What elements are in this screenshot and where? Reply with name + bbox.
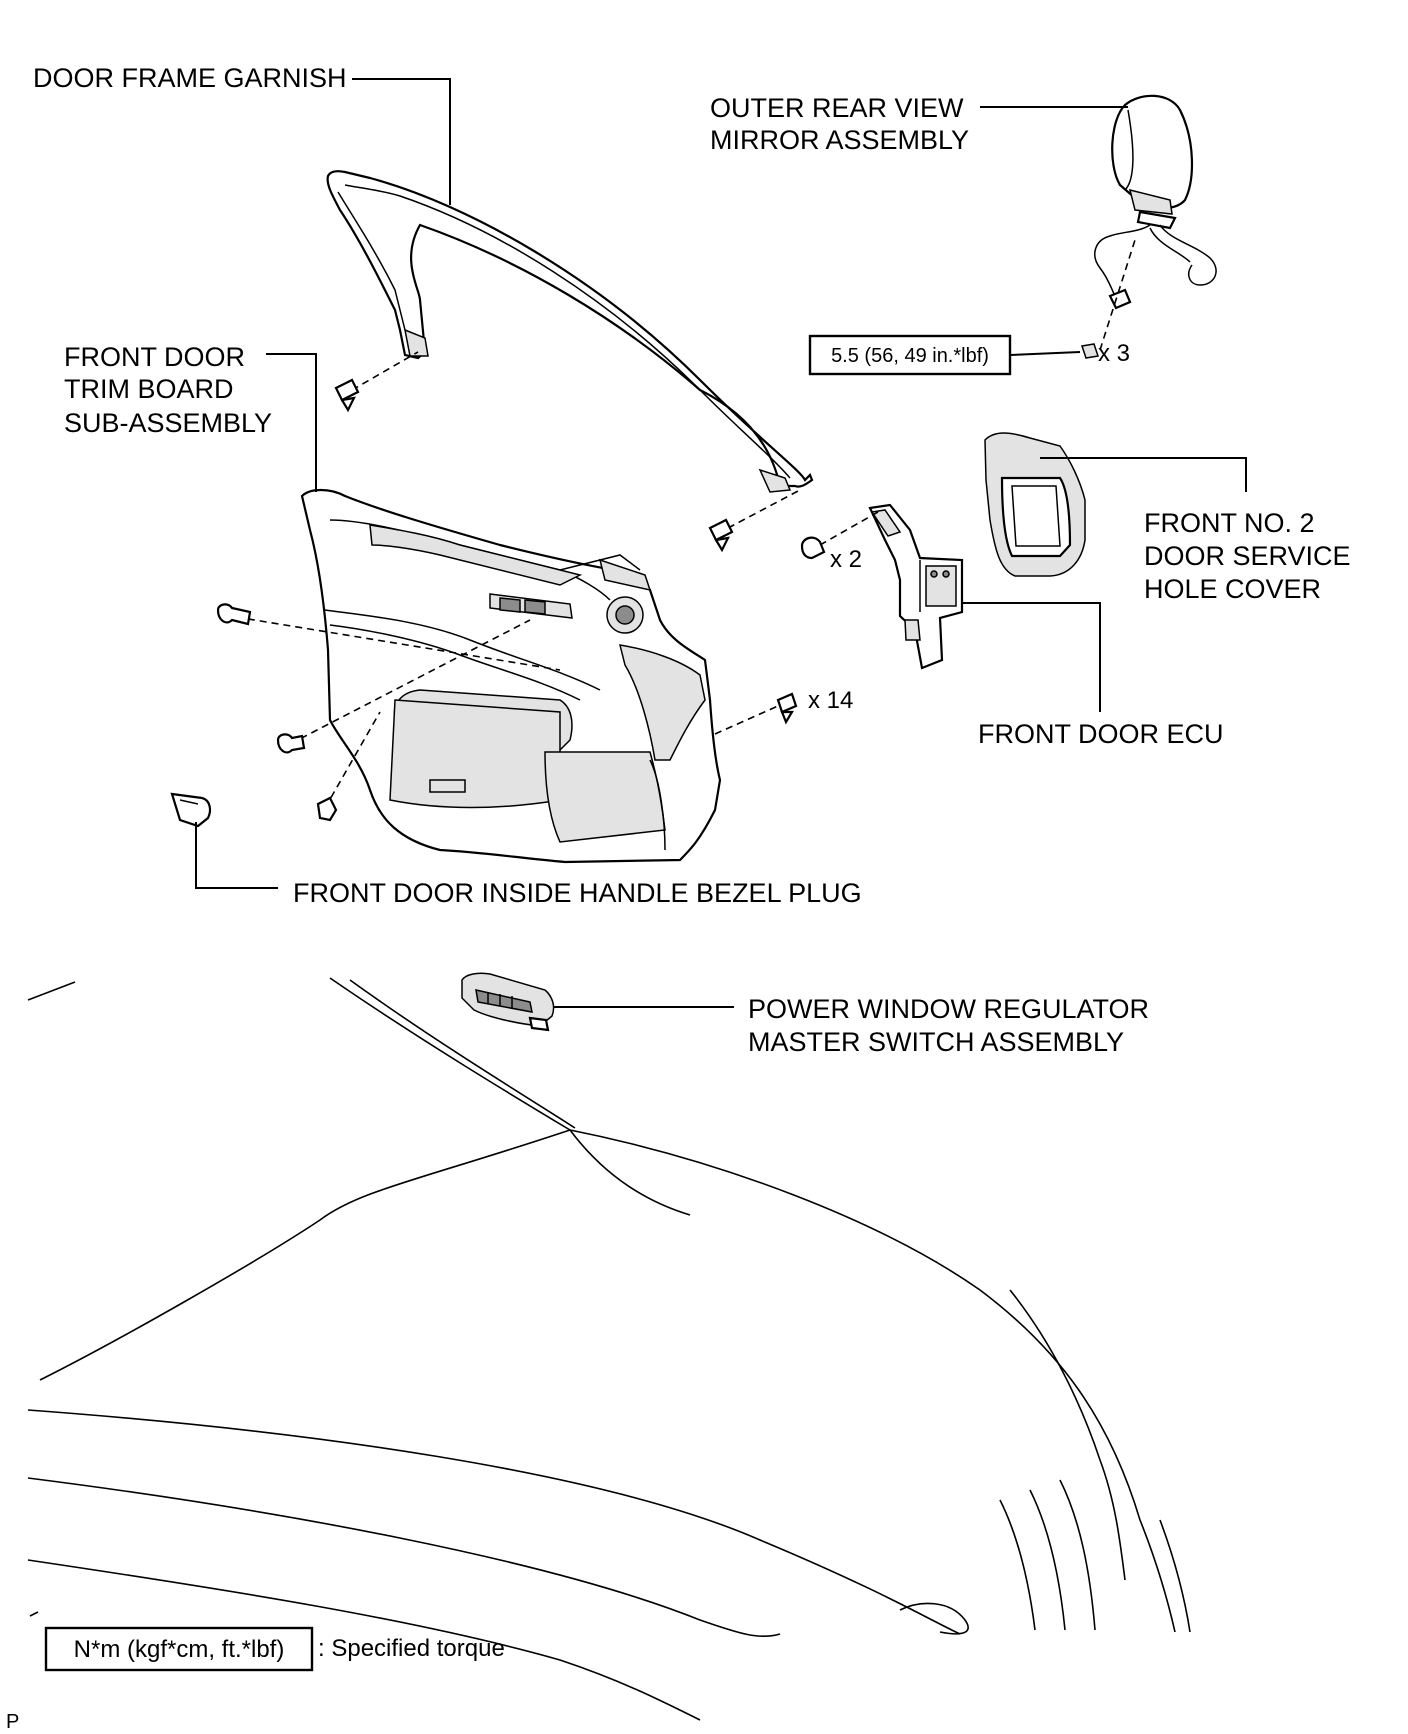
qty-mirror-nuts: x 3 [1098, 340, 1130, 367]
label-door-ecu: FRONT DOOR ECU [978, 719, 1224, 749]
power-window-master-switch [461, 972, 555, 1032]
label-bezel-plug: FRONT DOOR INSIDE HANDLE BEZEL PLUG [293, 878, 862, 908]
torque-spec-text: 5.5 (56, 49 in.*lbf) [831, 345, 989, 367]
label-outer-mirror-line1: OUTER REAR VIEW [710, 93, 964, 123]
legend-units: N*m (kgf*cm, ft.*lbf) [74, 1636, 285, 1663]
garnish-clip-upper [334, 351, 419, 413]
trim-screw-middle [276, 619, 531, 754]
leader-door-frame-garnish [352, 78, 451, 205]
qty-trim-clips: x 14 [808, 687, 853, 714]
label-master-switch-line2: MASTER SWITCH ASSEMBLY [748, 1027, 1124, 1057]
label-master-switch-line1: POWER WINDOW REGULATOR [748, 994, 1149, 1024]
label-service-cover-line1: FRONT NO. 2 [1144, 508, 1315, 538]
trim-screw-lower [316, 711, 381, 822]
service-hole-cover [984, 432, 1086, 577]
label-trim-board-line3: SUB-ASSEMBLY [64, 408, 272, 438]
trim-screw-upper [216, 603, 561, 671]
garnish-clip-lower [708, 489, 801, 553]
vehicle-body-outline [27, 977, 1191, 1721]
label-trim-board-line1: FRONT DOOR [64, 342, 245, 372]
label-trim-board-line2: TRIM BOARD [64, 374, 234, 404]
label-service-cover-line2: DOOR SERVICE [1144, 541, 1351, 571]
label-service-cover-line3: HOLE COVER [1144, 574, 1321, 604]
inside-handle-bezel-plug [170, 792, 212, 828]
leader-door-ecu [962, 602, 1101, 712]
label-outer-mirror-line2: MIRROR ASSEMBLY [710, 125, 969, 155]
ecu-screw [800, 511, 879, 560]
leader-service-cover [1040, 457, 1247, 492]
door-frame-garnish [326, 170, 814, 493]
front-door-ecu [868, 503, 964, 670]
torque-spec-box: 5.5 (56, 49 in.*lbf) [808, 334, 1012, 376]
qty-ecu-screws: x 2 [830, 546, 862, 573]
outer-rear-view-mirror [1094, 94, 1217, 351]
corner-mark: P [6, 1711, 19, 1733]
trim-clip [714, 692, 798, 735]
front-door-trim-board [300, 488, 722, 864]
legend-description: : Specified torque [318, 1635, 505, 1662]
leader-torque [1009, 351, 1081, 356]
label-door-frame-garnish: DOOR FRAME GARNISH [33, 63, 347, 93]
torque-legend: N*m (kgf*cm, ft.*lbf) : Specified torque [44, 1626, 505, 1672]
leader-bezel-plug [195, 822, 278, 889]
leader-trim-board [266, 353, 317, 492]
mirror-nut [1081, 343, 1099, 359]
